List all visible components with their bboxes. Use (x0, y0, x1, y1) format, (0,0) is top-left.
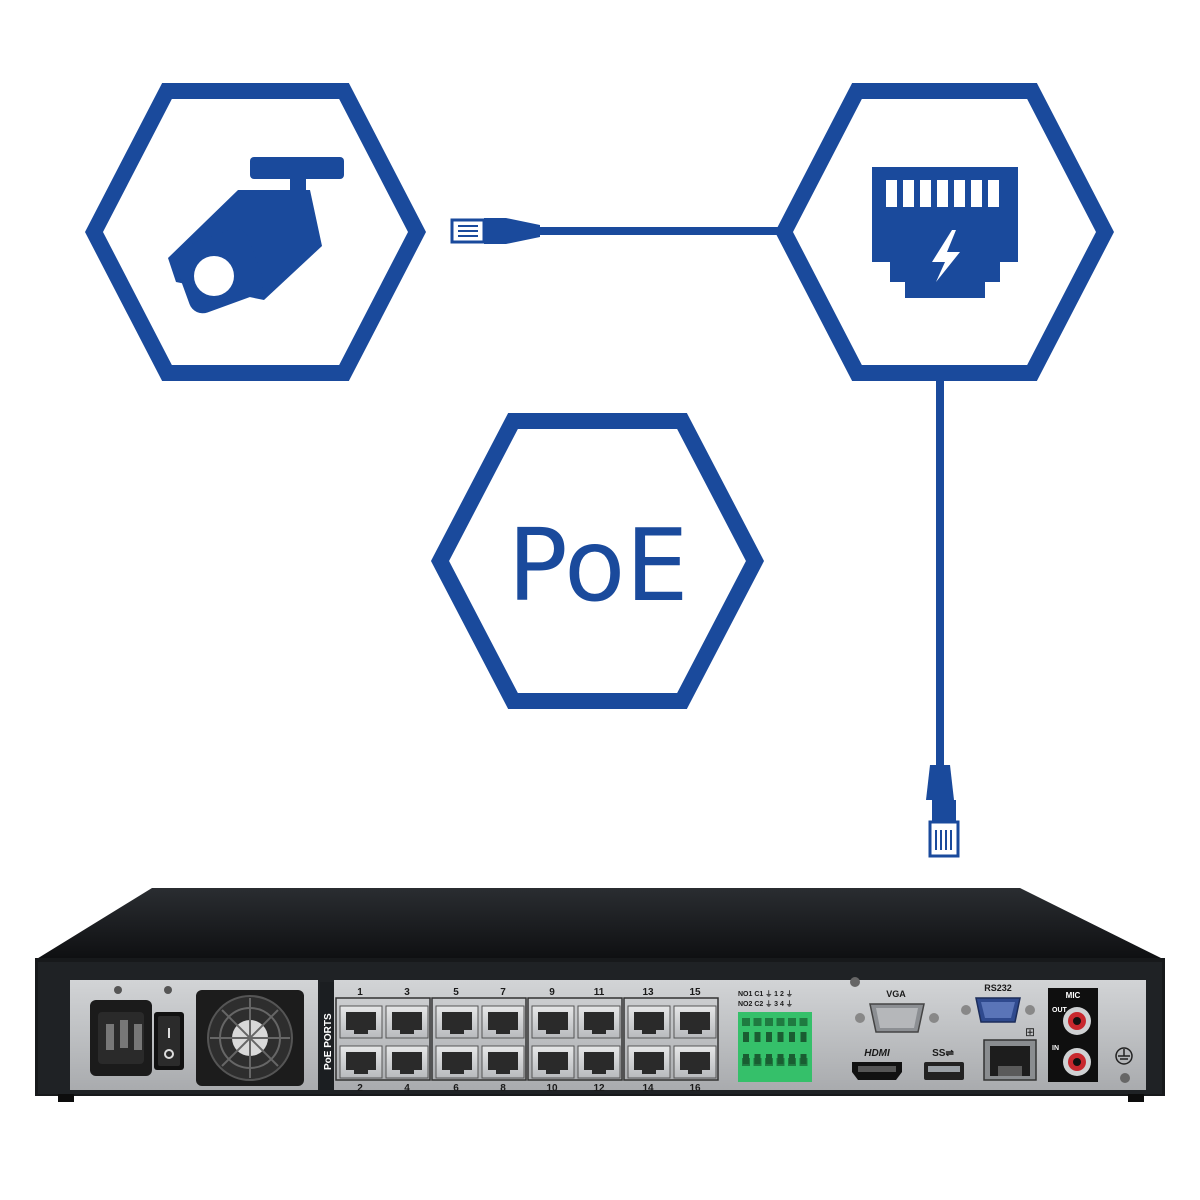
rj45-port (481, 1045, 525, 1079)
terminal-slot (766, 1054, 772, 1064)
port-number: 8 (500, 1083, 506, 1094)
out-label: OUT (1052, 1007, 1068, 1014)
rj45-port (435, 1005, 479, 1039)
terminal-slot (766, 1032, 772, 1042)
poe-port-grid (339, 1005, 717, 1079)
rj45-port (339, 1005, 383, 1039)
terminal-slot (777, 1032, 784, 1042)
terminal-slot (743, 1054, 749, 1064)
rj45-port (627, 1005, 671, 1039)
terminal-slot (789, 1054, 795, 1064)
rs232-port (961, 997, 1035, 1023)
rs232-label: RS232 (984, 983, 1012, 993)
port-number: 14 (642, 1083, 654, 1094)
terminal-slot (777, 1054, 784, 1064)
alarm-row-1: NO1 C1 ⏚ 1 2 ⏚ (738, 990, 793, 998)
power-inlet (90, 1000, 152, 1076)
terminal-screw (753, 1018, 762, 1026)
port-number: 5 (453, 987, 459, 998)
terminal-slot (743, 1032, 749, 1042)
audio-block: MIC OUT IN (1048, 988, 1098, 1082)
rj45-port (577, 1005, 621, 1039)
rj45-port (481, 1005, 525, 1039)
port-number: 4 (404, 1083, 410, 1094)
port-number: 12 (593, 1083, 605, 1094)
vga-port (855, 1003, 939, 1033)
port-number: 11 (594, 987, 605, 998)
terminal-slot (754, 1032, 761, 1042)
port-number: 6 (453, 1083, 459, 1094)
rj45-port (435, 1045, 479, 1079)
port-bottom-numbers: 2 4 6 8 10 12 14 16 (357, 1083, 701, 1094)
port-number: 7 (500, 987, 506, 998)
lan-port (983, 1039, 1037, 1081)
mic-label: MIC (1066, 991, 1081, 1000)
security-camera-icon (168, 157, 344, 314)
poe-ethernet-port-icon (872, 167, 1018, 298)
port-number: 13 (642, 987, 654, 998)
in-label: IN (1052, 1045, 1059, 1052)
rj45-port (673, 1005, 717, 1039)
nvr-device: PoE PORTS 1 3 5 7 9 11 13 15 2 4 6 8 10 … (35, 888, 1165, 1102)
terminal-slot (754, 1054, 761, 1064)
fan-grille (196, 990, 304, 1086)
lan-icon: ⊞ (1025, 1025, 1035, 1039)
rj45-port (673, 1045, 717, 1079)
lightning-icon (932, 230, 960, 282)
usb-label: SS⇌ (932, 1048, 954, 1059)
port-number: 1 (357, 987, 363, 998)
terminal-screw (788, 1018, 796, 1026)
terminal-slot (800, 1032, 807, 1042)
terminal-screw (776, 1018, 785, 1026)
terminal-screw (765, 1018, 773, 1026)
rj45-port (339, 1045, 383, 1079)
alarm-row-2: NO2 C2 ⏚ 3 4 ⏚ (738, 1000, 793, 1008)
ethernet-cable-horizontal (450, 218, 780, 244)
terminal-screw (799, 1018, 808, 1026)
rj45-port (627, 1045, 671, 1079)
rj45-port (531, 1005, 575, 1039)
usb-port (924, 1062, 964, 1080)
port-number: 2 (357, 1083, 363, 1094)
terminal-screw (742, 1018, 750, 1026)
port-number: 16 (689, 1083, 701, 1094)
rj45-port (577, 1045, 621, 1079)
terminal-slot (789, 1032, 795, 1042)
port-number: 3 (404, 987, 410, 998)
rj45-port (385, 1045, 429, 1079)
port-number: 15 (689, 987, 701, 998)
audio-in-jack (1063, 1048, 1091, 1076)
vga-label: VGA (886, 989, 906, 999)
alarm-terminal: NO1 C1 ⏚ 1 2 ⏚ NO2 C2 ⏚ 3 4 ⏚ (738, 990, 812, 1082)
port-number: 10 (546, 1083, 558, 1094)
camera-hexagon (84, 83, 427, 381)
hdmi-port (852, 1062, 902, 1080)
poe-hexagon: PoE (430, 413, 765, 709)
poe-badge-text: PoE (507, 507, 688, 624)
terminal-slot (800, 1054, 807, 1064)
power-switch (154, 1012, 184, 1070)
port-number: 9 (549, 987, 555, 998)
ground-icon (1115, 1047, 1133, 1065)
port-top-numbers: 1 3 5 7 9 11 13 15 (357, 987, 701, 998)
poe-ports-label: PoE PORTS (323, 1013, 334, 1070)
hdmi-label: HDMI (864, 1048, 890, 1059)
rj45-port (531, 1045, 575, 1079)
ethernet-cable-vertical (926, 373, 960, 858)
rj45-port (385, 1005, 429, 1039)
ethernet-hexagon (774, 83, 1115, 381)
audio-out-jack (1063, 1007, 1091, 1035)
